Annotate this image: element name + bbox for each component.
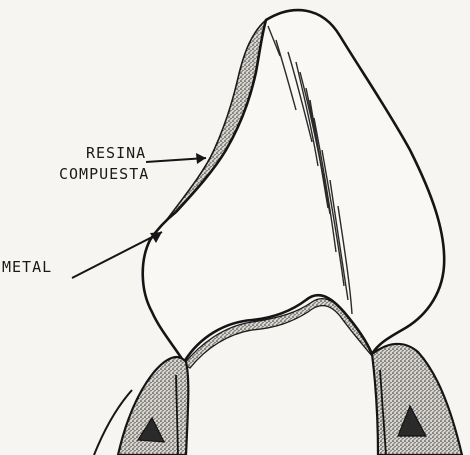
left-adjacent-tooth bbox=[94, 357, 188, 455]
resin-label-line2: COMPUESTA bbox=[59, 165, 149, 184]
right-adjacent-tooth bbox=[372, 344, 462, 455]
crown-outline bbox=[143, 10, 444, 362]
resin-leader-arrowhead bbox=[196, 153, 206, 164]
metal-label: METAL bbox=[2, 258, 52, 277]
resin-label-line1: RESINA bbox=[86, 144, 146, 163]
